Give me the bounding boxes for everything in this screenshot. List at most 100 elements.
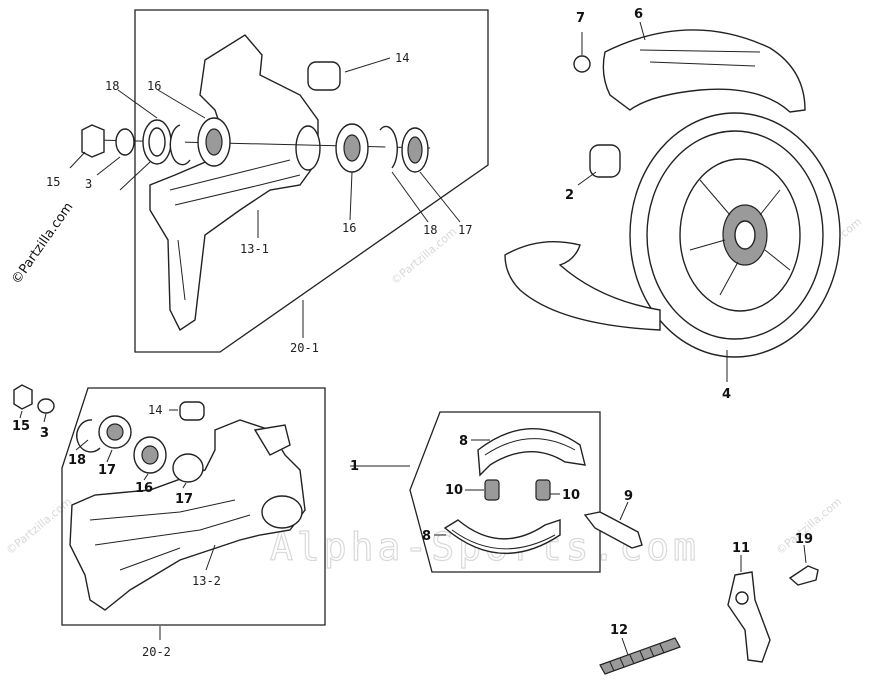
watermark-small-5: ©Partzilla.com bbox=[774, 495, 845, 557]
assembly-box-top bbox=[134, 9, 489, 353]
label-4: 4 bbox=[722, 387, 731, 402]
label-17b-bottom: 17 bbox=[175, 492, 193, 507]
bracket-13-2-tab bbox=[253, 424, 291, 456]
spring-10-right bbox=[535, 479, 551, 501]
brake-assembly: 1 8 10 10 8 bbox=[350, 411, 601, 573]
bearing-16-top-inner bbox=[343, 134, 361, 162]
label-16a-top: 16 bbox=[147, 79, 161, 93]
leader-13-2 bbox=[205, 544, 216, 571]
label-19: 19 bbox=[795, 532, 813, 547]
label-1: 1 bbox=[350, 459, 359, 474]
bearing-left-top-inner bbox=[205, 128, 223, 156]
washer-3-bottom bbox=[37, 398, 55, 414]
label-10-left: 10 bbox=[445, 483, 463, 498]
label-8-top: 8 bbox=[459, 434, 468, 449]
label-13-1: 13-1 bbox=[240, 242, 269, 256]
label-10-right: 10 bbox=[562, 488, 580, 503]
label-6: 6 bbox=[634, 7, 643, 22]
label-14-top: 14 bbox=[395, 51, 409, 65]
spring-12 bbox=[599, 637, 681, 675]
nut-15-top bbox=[81, 124, 105, 158]
fender-6-ribs bbox=[639, 49, 761, 67]
bracket-13-2-bore bbox=[261, 495, 303, 529]
label-14-bottom: 14 bbox=[148, 403, 162, 417]
leader-16a-top bbox=[157, 89, 206, 119]
leader-18-bottom bbox=[75, 439, 89, 451]
bushing-14-top bbox=[307, 61, 341, 91]
label-18-bottom: 18 bbox=[68, 453, 86, 468]
brake-box bbox=[409, 411, 601, 573]
leader-6 bbox=[639, 21, 646, 41]
bracket-13-2-detail bbox=[89, 499, 251, 571]
bracket-bore bbox=[295, 125, 321, 171]
brake-cam-9 bbox=[583, 511, 643, 549]
brake-arm-11 bbox=[727, 571, 771, 663]
label-13-2: 13-2 bbox=[192, 574, 221, 588]
label-20-1: 20-1 bbox=[290, 341, 319, 355]
bearing-18-top-inner bbox=[148, 127, 166, 157]
clip-18-bottom bbox=[76, 419, 101, 453]
label-9: 9 bbox=[624, 489, 633, 504]
spring-12-coils bbox=[609, 643, 665, 672]
bolt-19 bbox=[788, 565, 819, 586]
brake-shoe-8-top bbox=[477, 427, 586, 477]
washer-3-top bbox=[115, 128, 135, 156]
clip-16-top bbox=[169, 124, 191, 166]
leader-15-top bbox=[69, 151, 86, 169]
assembly-box-bottom bbox=[61, 387, 326, 626]
label-3-top: 3 bbox=[85, 177, 92, 191]
leader-17a-bottom bbox=[106, 449, 113, 463]
leader-16-bottom bbox=[143, 473, 149, 481]
leader-2 bbox=[577, 171, 597, 186]
collar-2 bbox=[589, 144, 621, 178]
label-18b-top: 18 bbox=[423, 223, 437, 237]
copyright-text: ©Partzilla.com bbox=[9, 200, 76, 287]
label-17-top: 17 bbox=[458, 223, 472, 237]
label-2: 2 bbox=[565, 188, 574, 203]
label-16-bottom: 16 bbox=[135, 481, 153, 496]
rim-spokes bbox=[689, 179, 791, 296]
label-8-bottom: 8 bbox=[422, 529, 431, 544]
inner-fender bbox=[504, 240, 661, 331]
leader-3-top bbox=[96, 156, 121, 176]
brake-arm-11-hole bbox=[735, 591, 749, 605]
leader-16b-top bbox=[349, 171, 353, 221]
leader-18-top bbox=[117, 89, 158, 119]
brake-shoe-8-bottom-line bbox=[451, 529, 556, 550]
label-3-bottom: 3 bbox=[40, 426, 49, 441]
leader-13-link bbox=[119, 161, 151, 191]
seal-17-top-inner bbox=[407, 136, 423, 164]
bracket-13-1 bbox=[149, 34, 319, 332]
assembly-20-2: 15 3 14 18 17 16 17 13-2 20-2 bbox=[12, 384, 326, 659]
fender-6 bbox=[602, 29, 806, 113]
hub-4-center bbox=[734, 220, 756, 250]
small-parts-right: 9 11 19 12 bbox=[583, 489, 819, 675]
label-12: 12 bbox=[610, 623, 628, 638]
bolt-7 bbox=[573, 55, 591, 73]
leader-19 bbox=[803, 544, 807, 564]
bearing-16-bottom-inner bbox=[141, 445, 159, 465]
label-15-top: 15 bbox=[46, 175, 60, 189]
leader-3-bottom bbox=[43, 413, 47, 423]
wheel-assembly: 7 6 2 4 bbox=[504, 7, 841, 402]
label-11: 11 bbox=[732, 541, 750, 556]
seal-17a-bottom-inner bbox=[106, 423, 124, 441]
leader-14-top bbox=[344, 57, 391, 73]
leader-9 bbox=[619, 501, 629, 521]
assembly-20-1: 14 18 16 15 3 13-1 16 18 17 20-1 bbox=[46, 9, 489, 355]
label-18-top: 18 bbox=[105, 79, 119, 93]
spring-10-left bbox=[484, 479, 500, 501]
brake-shoe-8-top-line bbox=[484, 438, 576, 456]
label-16b-top: 16 bbox=[342, 221, 356, 235]
label-20-2: 20-2 bbox=[142, 645, 171, 659]
bushing-14-bottom bbox=[179, 401, 205, 421]
leader-17-top bbox=[419, 171, 461, 223]
watermark-small-4: ©Partzilla.com bbox=[4, 495, 75, 557]
leader-17b-bottom bbox=[182, 482, 187, 489]
label-7: 7 bbox=[576, 11, 585, 26]
nut-15-bottom bbox=[13, 384, 33, 410]
label-15-bottom: 15 bbox=[12, 419, 30, 434]
leader-15-bottom bbox=[19, 410, 23, 419]
bracket-13-2 bbox=[69, 419, 306, 611]
